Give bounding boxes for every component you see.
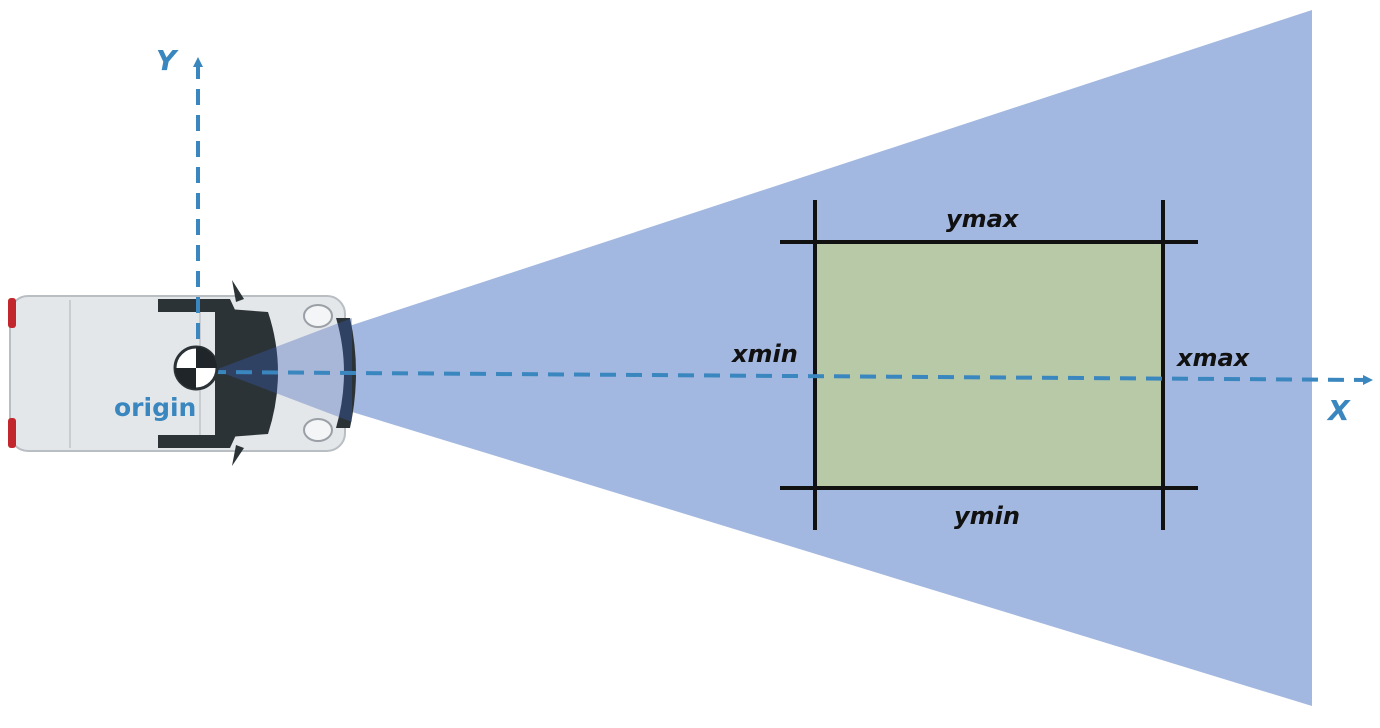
x-axis-label: X [1326,394,1351,427]
ymin-label: ymin [954,502,1020,530]
xmin-label: xmin [731,340,798,368]
camera-cone [215,318,352,422]
region-box [813,240,1165,490]
origin-marker-icon [173,345,219,391]
field-of-view [215,10,1312,706]
xmax-label: xmax [1176,344,1251,372]
ymax-label: ymax [946,205,1020,233]
origin-label: origin [114,393,196,422]
y-axis-label: Y [156,44,179,77]
x-axis [209,370,1373,385]
